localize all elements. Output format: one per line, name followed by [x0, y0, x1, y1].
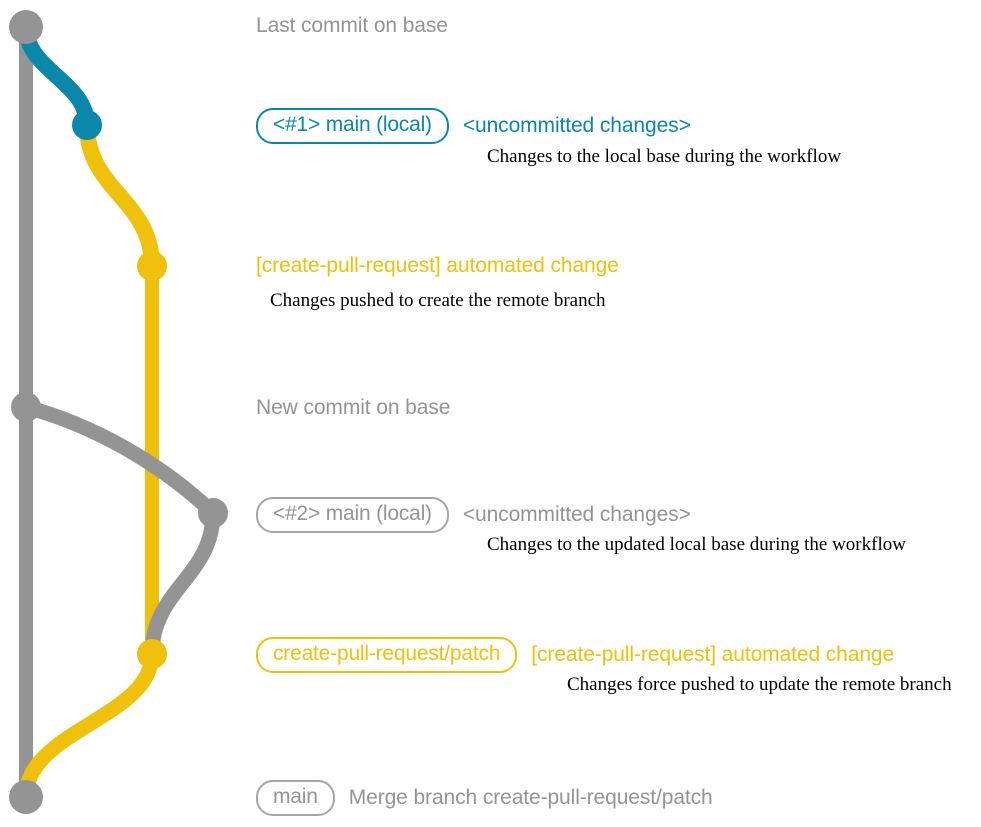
ref-pill-main[interactable]: main	[256, 780, 335, 817]
commit-row-merge-commit: main Merge branch create-pull-request/pa…	[256, 780, 713, 817]
commit-row-local-uncommitted-1: <#1> main (local) <uncommitted changes>	[256, 108, 691, 145]
commit-node-local-commit-1[interactable]	[72, 110, 102, 140]
edge-automated2-to-merge	[18, 646, 160, 805]
commit-title: Merge branch create-pull-request/patch	[348, 786, 713, 810]
commit-node-automated-push-1[interactable]	[137, 251, 167, 281]
commit-row-new-commit-on-base: New commit on base	[256, 396, 450, 420]
commit-description: Changes to the updated local base during…	[487, 534, 906, 555]
commit-title: <uncommitted changes>	[462, 114, 691, 138]
commit-description: Changes force pushed to update the remot…	[567, 674, 952, 695]
commit-title: [create-pull-request] automated change	[256, 254, 619, 277]
edge-local2-to-automated2	[144, 505, 221, 662]
ref-pill-create-pull-request-patch[interactable]: create-pull-request/patch	[256, 637, 518, 674]
commit-row-local-uncommitted-2: <#2> main (local) <uncommitted changes>	[256, 497, 691, 534]
commit-title: <uncommitted changes>	[462, 503, 691, 527]
commit-node-merge-commit[interactable]	[9, 780, 43, 814]
commit-node-base-head[interactable]	[9, 10, 43, 44]
commit-node-local-commit-2[interactable]	[198, 498, 228, 528]
commit-title: Last commit on base	[256, 14, 448, 37]
commit-row-automated-change-2: create-pull-request/patch [create-pull-r…	[256, 637, 895, 674]
commit-row-automated-change-1: [create-pull-request] automated change	[256, 254, 619, 278]
commit-node-automated-push-2[interactable]	[137, 639, 167, 669]
edge-base-to-local1	[18, 19, 95, 133]
commit-title: [create-pull-request] automated change	[531, 643, 895, 667]
ref-pill-main-local-2[interactable]: <#2> main (local)	[256, 497, 449, 534]
ref-pill-main-local-1[interactable]: <#1> main (local)	[256, 108, 449, 145]
edge-local1-to-automated1	[79, 117, 160, 274]
commit-description: Changes pushed to create the remote bran…	[270, 290, 606, 311]
commit-row-last-commit-on-base: Last commit on base	[256, 14, 448, 38]
edge-base-to-local2	[18, 399, 221, 521]
commit-node-base-new-commit[interactable]	[11, 392, 41, 422]
commit-title: New commit on base	[256, 396, 451, 419]
commit-description: Changes to the local base during the wor…	[487, 146, 842, 167]
